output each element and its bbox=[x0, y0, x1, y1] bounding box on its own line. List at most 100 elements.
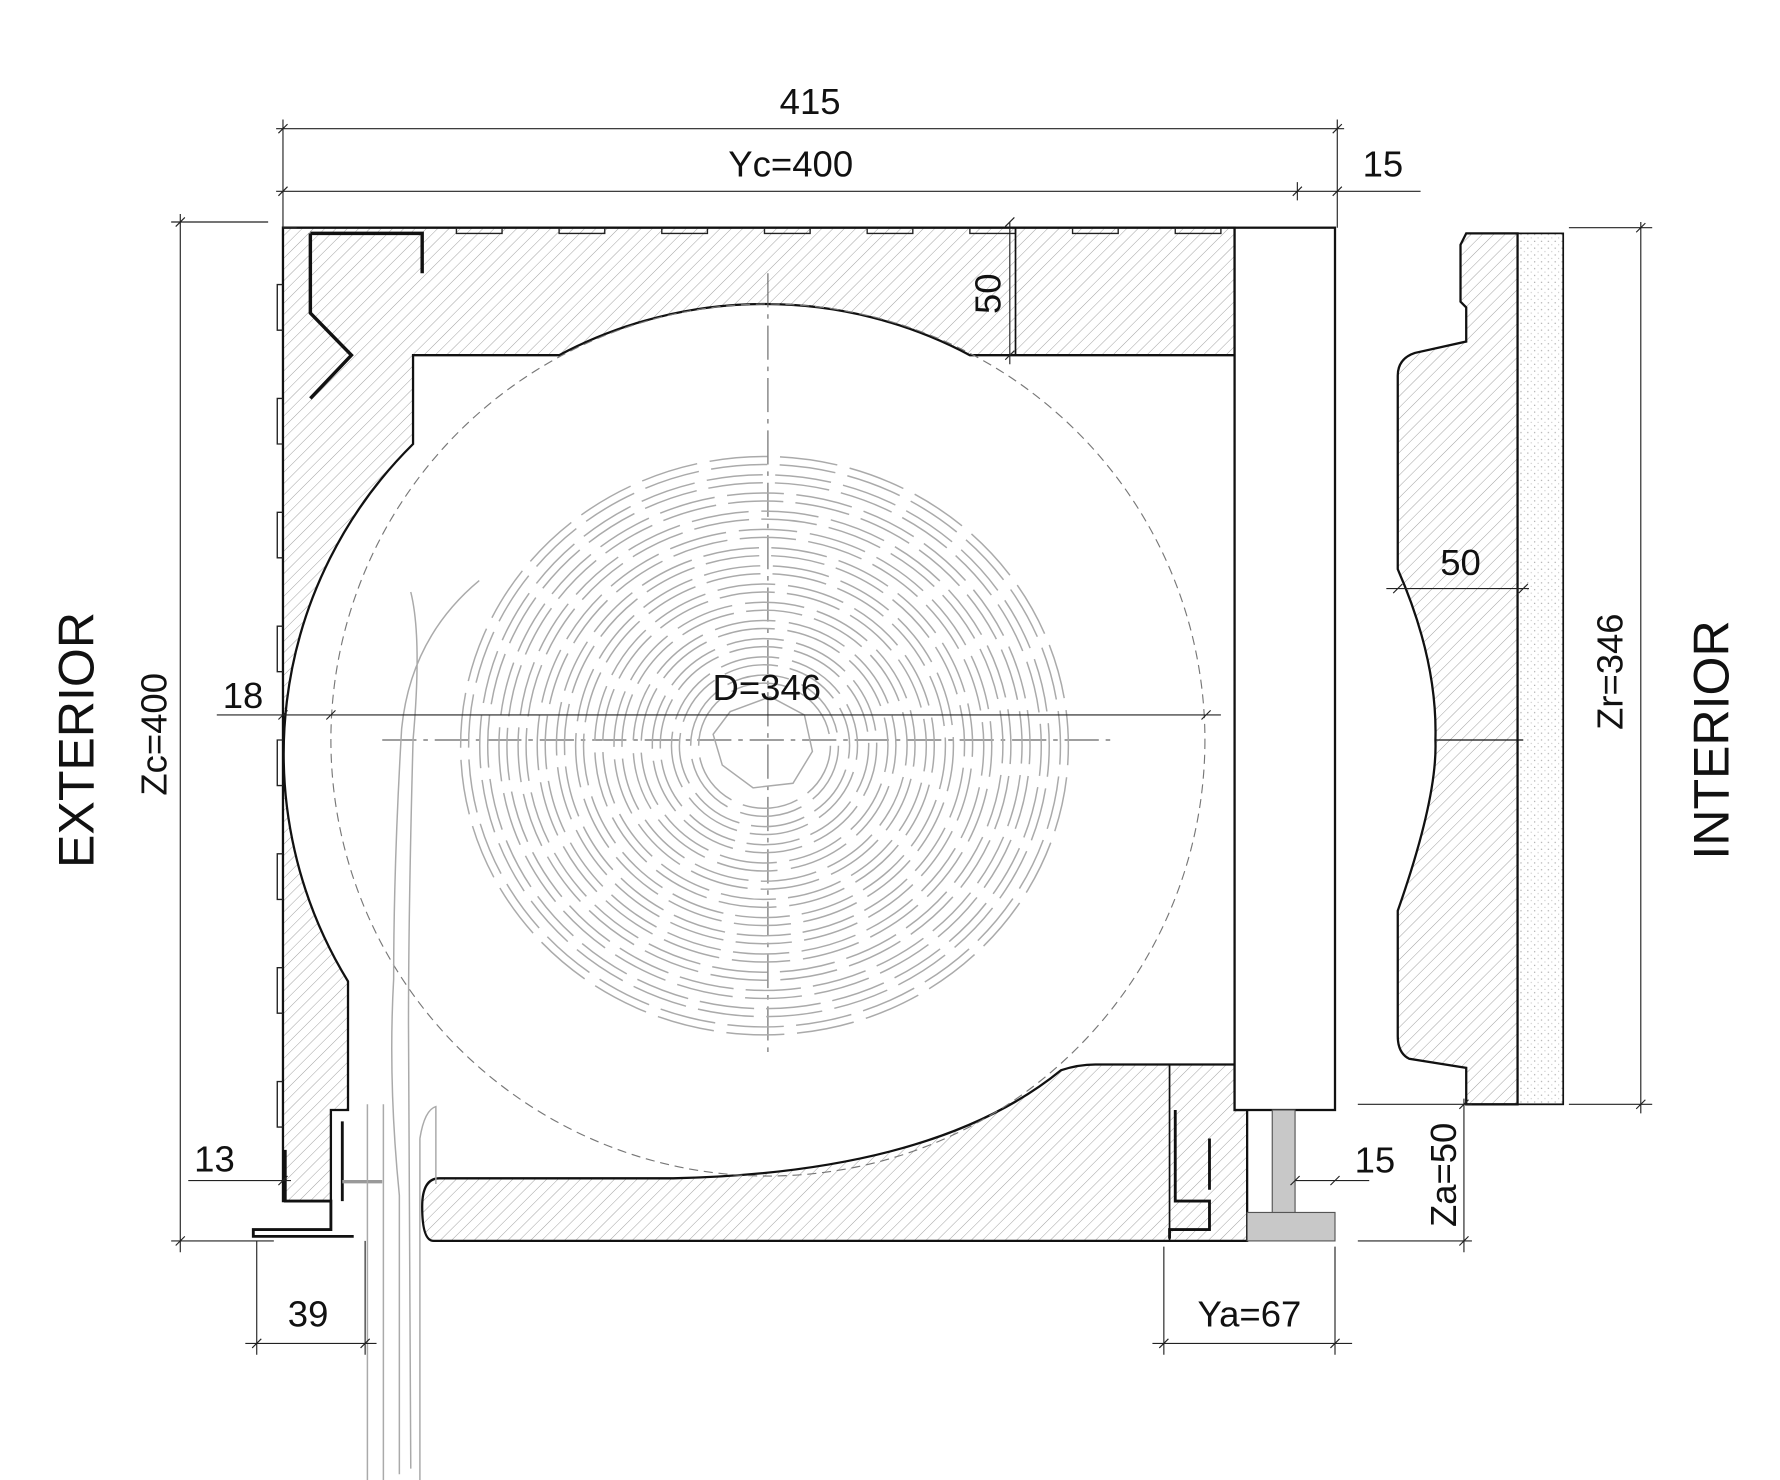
slat-segment bbox=[694, 863, 749, 881]
slat-segment bbox=[960, 839, 991, 889]
slat-segment bbox=[703, 565, 761, 576]
slat-segment bbox=[1007, 774, 1021, 827]
slat-segment bbox=[894, 948, 941, 979]
slat-segment bbox=[644, 489, 697, 510]
slat-segment bbox=[708, 481, 763, 489]
slat-segment bbox=[846, 703, 859, 760]
slat-segment bbox=[588, 512, 635, 544]
slat-segment bbox=[1025, 842, 1052, 893]
slat-segment bbox=[574, 732, 582, 788]
slat-segment bbox=[628, 524, 681, 551]
slat-segment bbox=[564, 766, 580, 817]
slat-segment bbox=[602, 752, 616, 804]
slat-segment bbox=[988, 721, 993, 777]
slat-segment bbox=[836, 587, 884, 617]
slat-segment bbox=[834, 989, 888, 1010]
slat-segment bbox=[694, 792, 740, 824]
top-left-metal-profile bbox=[308, 231, 424, 400]
slat-segment bbox=[789, 836, 842, 862]
slat-segment bbox=[910, 896, 954, 935]
slat-segment bbox=[672, 893, 724, 914]
slat-segment bbox=[901, 516, 948, 549]
slat-segment bbox=[992, 847, 1021, 895]
slat-segment bbox=[1054, 777, 1068, 832]
slat-segment bbox=[914, 827, 946, 872]
slat-segment bbox=[942, 594, 976, 639]
slat-segment bbox=[691, 758, 728, 808]
slat-segment bbox=[582, 826, 614, 871]
slat-segment bbox=[706, 573, 761, 584]
slat-segment bbox=[928, 954, 976, 990]
slat-segment bbox=[714, 619, 776, 631]
slat-segment bbox=[670, 731, 683, 788]
slat-segment bbox=[727, 1023, 784, 1028]
slat-segment bbox=[598, 614, 635, 659]
slat-segment bbox=[690, 870, 748, 889]
slat-segment bbox=[553, 852, 587, 897]
slat-segment bbox=[787, 629, 841, 654]
slat-segment bbox=[867, 859, 911, 898]
slat-segment bbox=[848, 940, 901, 967]
slat-segment bbox=[970, 655, 990, 710]
slat-segment bbox=[761, 518, 817, 526]
i-section-profile bbox=[1271, 1109, 1296, 1216]
slat-segment bbox=[551, 553, 592, 595]
slat-segment bbox=[633, 985, 687, 1007]
slat-segment bbox=[795, 502, 850, 516]
slat-segment bbox=[674, 673, 711, 720]
slat-segment bbox=[594, 685, 608, 741]
slat-segment bbox=[812, 970, 866, 987]
slat-segment bbox=[541, 649, 562, 703]
slat-segment bbox=[502, 792, 521, 846]
slat-segment bbox=[1023, 787, 1039, 838]
slat-segment bbox=[524, 855, 557, 903]
slat-segment bbox=[641, 462, 698, 482]
slat-segment bbox=[652, 760, 677, 812]
slat-segment bbox=[852, 679, 877, 731]
slat-segment bbox=[498, 842, 525, 892]
slat-segment bbox=[613, 691, 626, 747]
slat-segment bbox=[490, 653, 506, 705]
slat-segment bbox=[619, 947, 669, 974]
slat-segment bbox=[611, 629, 647, 676]
slat-segment bbox=[931, 599, 967, 646]
slat-segment bbox=[599, 978, 650, 1006]
slat-segment bbox=[660, 863, 710, 891]
slat-segment bbox=[575, 829, 608, 876]
slat-segment bbox=[802, 941, 860, 960]
slat-segment bbox=[803, 922, 858, 941]
slat-segment bbox=[530, 900, 569, 943]
slat-segment bbox=[637, 978, 689, 1000]
slat-segment bbox=[846, 934, 897, 960]
slat-segment bbox=[855, 785, 890, 836]
slat-segment bbox=[660, 1008, 716, 1024]
slat-segment bbox=[923, 542, 967, 581]
slat-segment bbox=[621, 758, 640, 811]
slat-segment bbox=[600, 517, 650, 548]
slat-segment bbox=[510, 791, 529, 843]
slat-segment bbox=[883, 717, 889, 773]
slat-segment bbox=[953, 836, 984, 884]
slat-segment bbox=[855, 742, 870, 793]
slat-segment bbox=[849, 467, 904, 490]
slat-segment bbox=[478, 714, 483, 769]
slat-segment bbox=[581, 562, 624, 601]
slat-segment bbox=[842, 484, 896, 506]
slat-segment bbox=[506, 883, 540, 929]
slat-segment bbox=[986, 774, 1002, 827]
slat-segment bbox=[720, 892, 776, 901]
slat-segment bbox=[959, 704, 966, 757]
slat-segment bbox=[830, 839, 879, 876]
slat-segment bbox=[500, 662, 515, 716]
slat-segment bbox=[643, 578, 693, 609]
slat-segment bbox=[594, 752, 608, 807]
slat-segment bbox=[963, 658, 982, 711]
slat-segment bbox=[818, 771, 855, 819]
slat-segment bbox=[897, 659, 922, 708]
slat-segment bbox=[779, 456, 838, 466]
slat-segment bbox=[720, 656, 780, 668]
slat-segment bbox=[618, 635, 652, 679]
slat-segment bbox=[846, 684, 869, 732]
slat-segment bbox=[739, 806, 802, 817]
